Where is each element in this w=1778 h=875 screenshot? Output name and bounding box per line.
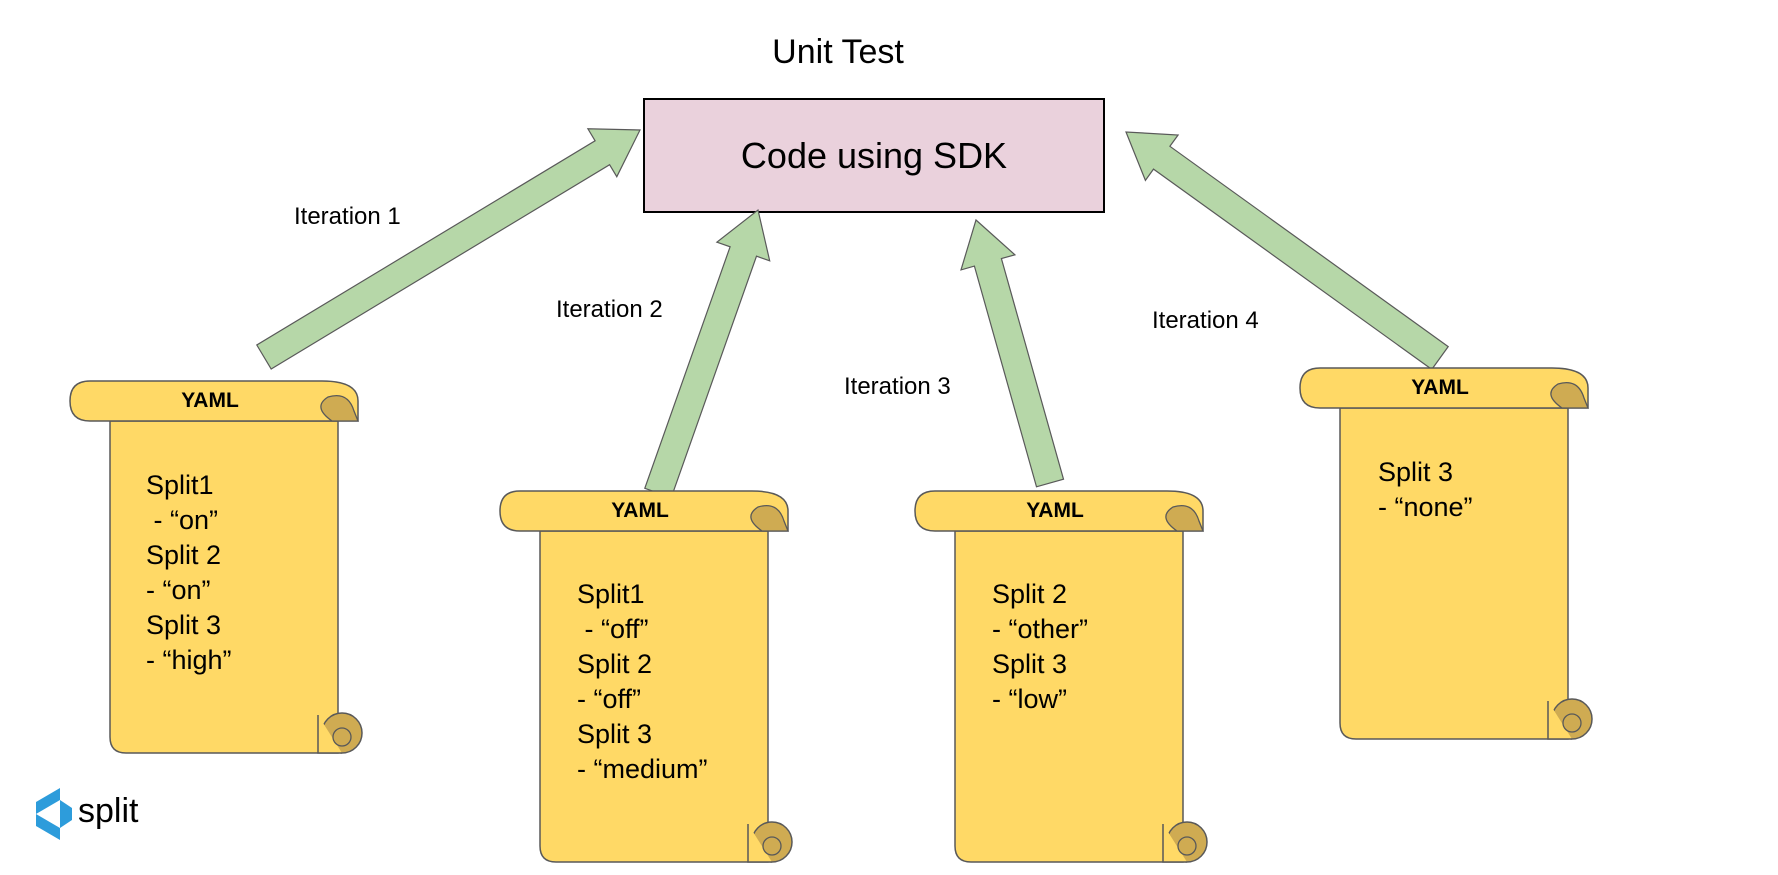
yaml-scroll-3-line: Split 2 xyxy=(992,579,1067,609)
iteration-1-label: Iteration 1 xyxy=(294,203,401,230)
yaml-scroll-1-line: - “on” xyxy=(146,505,218,535)
yaml-scroll-3-line: - “low” xyxy=(992,684,1067,714)
yaml-scroll-4-header: YAML xyxy=(1411,376,1469,399)
iteration-3-label: Iteration 3 xyxy=(844,373,951,400)
yaml-scroll-1-line: - “high” xyxy=(146,645,232,675)
iteration-1-arrow xyxy=(255,128,641,370)
yaml-scrolls: YAML Split1 - “on” Split 2 - “on” Split 3 - “… xyxy=(69,367,1593,863)
iteration-4-label: Iteration 4 xyxy=(1152,307,1259,334)
sdk-code-box-rect xyxy=(643,98,1105,213)
yaml-scroll-1-line: Split1 xyxy=(146,470,214,500)
yaml-scroll-1-line: Split 2 xyxy=(146,540,221,570)
sdk-code-box: Code using SDK xyxy=(643,98,1105,213)
iteration-4-arrow xyxy=(1125,131,1450,371)
yaml-scroll-2-line: Split 2 xyxy=(577,649,652,679)
split-logo-text: split xyxy=(78,792,139,830)
yaml-scroll-4: YAML Split 3 - “none” xyxy=(1299,367,1593,740)
yaml-scroll-2-line: - “medium” xyxy=(577,754,708,784)
iteration-arrows xyxy=(255,128,1450,499)
yaml-scroll-1-line: - “on” xyxy=(146,575,211,605)
iteration-2-label: Iteration 2 xyxy=(556,296,663,323)
diagram-title: Unit Test xyxy=(772,33,904,71)
yaml-scroll-2-line: - “off” xyxy=(577,614,649,644)
sdk-code-box-label: Code using SDK xyxy=(741,135,1007,176)
iteration-3-arrow xyxy=(960,218,1065,488)
split-logo-icon xyxy=(36,788,72,840)
iteration-labels: Iteration 1 Iteration 2 Iteration 3 Iter… xyxy=(294,203,1259,400)
yaml-scroll-1-line: Split 3 xyxy=(146,610,221,640)
yaml-scroll-2-header: YAML xyxy=(611,499,669,522)
yaml-scroll-3-line: - “other” xyxy=(992,614,1088,644)
yaml-scroll-1: YAML Split1 - “on” Split 2 - “on” Split 3 - “… xyxy=(69,380,363,754)
yaml-scroll-2-line: Split1 xyxy=(577,579,645,609)
yaml-scroll-2-line: Split 3 xyxy=(577,719,652,749)
yaml-scroll-3: YAML Split 2 - “other” Split 3 - “low” xyxy=(914,490,1208,863)
yaml-scroll-2-line: - “off” xyxy=(577,684,641,714)
yaml-scroll-4-line: - “none” xyxy=(1378,492,1473,522)
yaml-scroll-2: YAML Split1 - “off” Split 2 - “off” Split 3 -… xyxy=(499,490,793,863)
yaml-scroll-3-header: YAML xyxy=(1026,499,1084,522)
split-logo: split xyxy=(36,788,139,840)
yaml-scroll-3-line: Split 3 xyxy=(992,649,1067,679)
iteration-2-arrow xyxy=(644,208,771,499)
yaml-scroll-4-line: Split 3 xyxy=(1378,457,1453,487)
yaml-scroll-1-header: YAML xyxy=(181,389,239,412)
